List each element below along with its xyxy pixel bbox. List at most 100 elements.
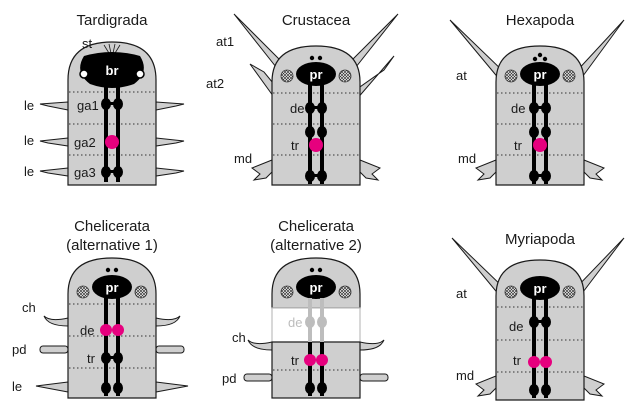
ganglion — [101, 382, 111, 394]
leg — [40, 102, 68, 110]
panel-title: Crustacea — [282, 12, 351, 29]
label-antenna: at — [456, 286, 467, 301]
label-mandible: md — [234, 151, 252, 166]
label-leg: le — [24, 98, 34, 113]
deutocerebrum-faded — [305, 316, 315, 328]
pedipalp — [156, 346, 184, 353]
deutocerebrum-faded — [317, 316, 327, 328]
leg — [40, 168, 68, 176]
label-brain: br — [106, 63, 119, 78]
compound-eye-icon — [505, 70, 517, 82]
panel-title: Chelicerata — [278, 218, 355, 235]
commissure — [106, 170, 118, 173]
label-protocerebrum: pr — [310, 280, 323, 295]
mandible — [476, 160, 496, 180]
chelicera — [156, 316, 180, 326]
panel-myriapoda: Myriapoda pr at de tr md — [452, 231, 624, 400]
ganglion — [305, 382, 315, 394]
leg — [156, 102, 184, 110]
pedipalp — [360, 374, 388, 381]
mandible — [252, 160, 272, 180]
label-mandible: md — [458, 151, 476, 166]
label-tritocerebrum: tr — [513, 353, 522, 368]
pedipalp — [40, 346, 68, 353]
leg — [40, 138, 68, 146]
panel-title: Tardigrada — [77, 12, 149, 29]
mandible — [360, 160, 380, 180]
label-antenna: at — [456, 68, 467, 83]
leg — [156, 382, 188, 392]
commissure — [310, 174, 322, 177]
ganglion — [541, 126, 551, 138]
commissure — [534, 320, 546, 323]
label-stylets: st — [82, 36, 93, 51]
tritocerebrum-highlight — [533, 138, 547, 152]
commissure — [534, 174, 546, 177]
chelicera — [248, 340, 272, 350]
eye-icon — [136, 70, 144, 78]
label-protocerebrum: pr — [534, 281, 547, 296]
deutocerebrum-highlight — [100, 324, 112, 336]
commissure — [106, 356, 118, 359]
leg — [36, 382, 68, 392]
label-chelicera: ch — [232, 330, 246, 345]
ocellus-icon — [533, 57, 537, 61]
ocellus-icon — [310, 268, 314, 272]
ganglion — [529, 126, 539, 138]
chelicera — [360, 340, 384, 350]
panel-hexapoda: Hexapoda pr at de tr — [450, 12, 624, 185]
label-deutocerebrum: de — [288, 315, 302, 330]
nerve-cord — [544, 298, 548, 398]
label-tritocerebrum: tr — [291, 138, 300, 153]
label-ganglion-1: ga1 — [77, 98, 99, 113]
compound-eye-icon — [77, 286, 89, 298]
label-leg: le — [24, 133, 34, 148]
compound-eye-icon — [135, 286, 147, 298]
compound-eye-icon — [339, 70, 351, 82]
label-leg: le — [24, 164, 34, 179]
ocellus-icon — [318, 56, 322, 60]
compound-eye-icon — [505, 286, 517, 298]
chelicera — [44, 316, 68, 326]
ocellus-icon — [318, 268, 322, 272]
panel-chelicerata-alt2: Chelicerata (alternative 2) pr de — [222, 218, 388, 398]
leg — [156, 168, 184, 176]
label-deutocerebrum: de — [290, 101, 304, 116]
tritocerebrum-highlight — [540, 356, 552, 368]
ganglion — [541, 384, 551, 396]
label-deutocerebrum: de — [509, 319, 523, 334]
tritocerebrum-highlight — [304, 354, 316, 366]
label-tritocerebrum: tr — [87, 351, 96, 366]
label-tritocerebrum: tr — [291, 353, 300, 368]
nerve-cord — [116, 296, 120, 396]
ganglion — [529, 384, 539, 396]
ganglion — [113, 382, 123, 394]
compound-eye-icon — [563, 286, 575, 298]
mandible — [584, 160, 604, 180]
ganglion — [305, 126, 315, 138]
eye-icon — [80, 70, 88, 78]
label-ganglion-3: ga3 — [74, 165, 96, 180]
commissure — [310, 106, 322, 109]
label-pedipalp: pd — [222, 371, 236, 386]
compound-eye-icon — [563, 70, 575, 82]
panel-tardigrada: Tardigrada br st ga1 ga2 — [24, 12, 184, 185]
ocellus-icon — [106, 268, 110, 272]
compound-eye-icon — [281, 286, 293, 298]
panel-subtitle: (alternative 1) — [66, 237, 158, 254]
label-leg: le — [12, 379, 22, 394]
ocellus-icon — [114, 268, 118, 272]
label-protocerebrum: pr — [534, 67, 547, 82]
body-lost-segment — [272, 308, 360, 342]
ocellus-icon — [543, 57, 547, 61]
label-protocerebrum: pr — [310, 67, 323, 82]
label-chelicera: ch — [22, 300, 36, 315]
commissure — [534, 106, 546, 109]
nerve-cord — [104, 296, 108, 396]
label-deutocerebrum: de — [80, 323, 94, 338]
label-protocerebrum: pr — [106, 280, 119, 295]
tritocerebrum-highlight — [528, 356, 540, 368]
pedipalp — [244, 374, 272, 381]
panel-title: Hexapoda — [506, 12, 575, 29]
